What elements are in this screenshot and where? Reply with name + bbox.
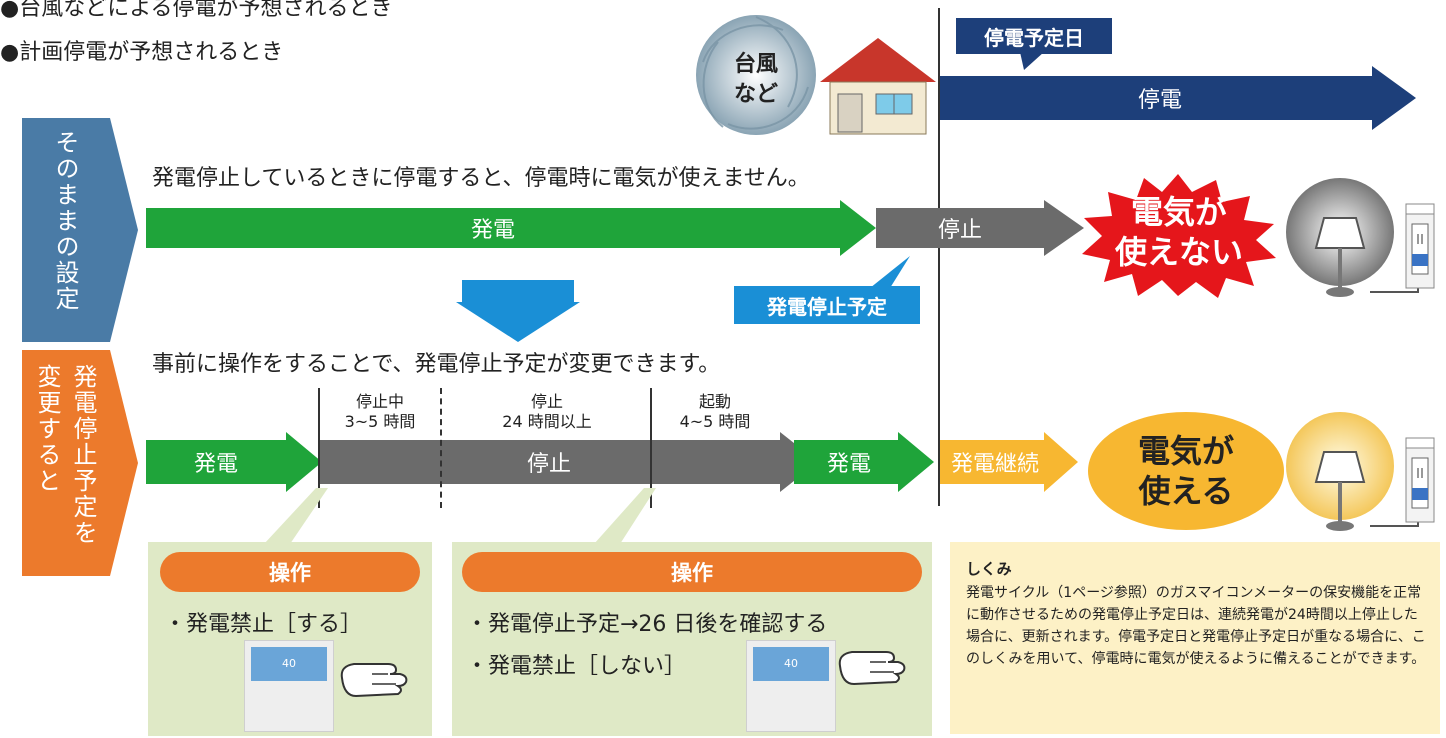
- can-use-text: 電気が 使える: [1137, 432, 1234, 510]
- outlet-icon: [1370, 203, 1435, 293]
- remote-screen-2: 40: [753, 647, 829, 681]
- lamp-on-icon: [1286, 412, 1394, 531]
- can-use-circle: 電気が 使える: [1088, 412, 1284, 530]
- left-tab-changed: [22, 350, 138, 576]
- row1-stop-arrow: [876, 200, 1084, 256]
- typhoon-icon: [696, 15, 816, 135]
- pointing-hand-icon: [340, 663, 408, 698]
- outage-arrow: [940, 66, 1416, 130]
- row1-gen-arrow: [146, 200, 876, 256]
- outage-day-line: [938, 8, 940, 506]
- row2-gen-label-1: 発電: [193, 452, 238, 477]
- stop-boundary-line: [440, 388, 442, 508]
- left-tab-changed-label-1: 発電停止予定を: [69, 364, 97, 546]
- down-arrow: [456, 280, 580, 342]
- left-tab-changed-label-2: 変更すると: [33, 364, 61, 494]
- row2-gen-arrow-2: [794, 432, 934, 492]
- remote-screen-1: 40: [251, 647, 327, 681]
- row2-gen-label-2: 発電: [826, 452, 871, 477]
- mechanism-box: しくみ 発電サイクル（1ページ参照）のガスマイコンメーターの保安機能を正常に動作…: [950, 542, 1440, 734]
- step-stop-title: 停止: [530, 392, 563, 411]
- remote-controller-2: 40: [746, 640, 836, 732]
- op1-item-0: ・発電禁止［する］: [164, 612, 363, 637]
- remote-controller-1: 40: [244, 640, 334, 732]
- remote-value-2: 40: [784, 657, 798, 670]
- row2-stop-label: 停止: [526, 452, 571, 477]
- row2-gen-arrow-1: [146, 432, 322, 492]
- step-stopping-title: 停止中: [355, 392, 404, 411]
- row2-continue-arrow: [940, 432, 1078, 492]
- remote-value-1: 40: [282, 657, 296, 670]
- cannot-use-text: 電気が 使えない: [1114, 193, 1243, 271]
- step-stopping-sub: 3~5 時間: [344, 412, 416, 431]
- op2-pointer: [594, 488, 656, 544]
- step-stop-sub: 24 時間以上: [502, 412, 592, 431]
- bullet-typhoon: ●台風などによる停電が予想されるとき: [0, 0, 393, 21]
- mechanism-title: しくみ: [966, 560, 1012, 578]
- outage-tag-pointer: [1020, 52, 1044, 70]
- step-start-title: 起動: [698, 392, 731, 411]
- op2-marker-line: [650, 388, 652, 508]
- op2-item-1: ・発電禁止［しない］: [466, 654, 687, 679]
- cannot-use-burst: [1082, 174, 1276, 298]
- row2-continue-label: 発電継続: [950, 452, 1039, 477]
- row1-caption: 発電停止しているときに停電すると、停電時に電気が使えません。: [152, 166, 810, 191]
- gen-stop-tag-pointer: [870, 256, 910, 288]
- lamp-off-icon: [1286, 178, 1394, 297]
- mechanism-body: 発電サイクル（1ページ参照）のガスマイコンメーターの保安機能を正常に動作させるた…: [966, 585, 1426, 667]
- row1-stop-label: 停止: [937, 218, 982, 243]
- left-tab-current-label: そのままの設定: [51, 130, 79, 312]
- gen-stop-tag: 発電停止予定: [734, 286, 920, 324]
- typhoon-label: 台風 など: [733, 52, 778, 107]
- outage-day-tag: 停電予定日: [956, 18, 1112, 54]
- op1-pointer: [264, 488, 328, 544]
- row2-stop-arrow: [318, 432, 818, 492]
- outlet-on-icon: [1370, 437, 1435, 527]
- pointing-hand-icon-2: [838, 651, 906, 686]
- bullet-planned-outage: ●計画停電が予想されるとき: [0, 40, 284, 65]
- outage-arrow-label: 停電: [1137, 88, 1182, 113]
- left-tab-current: [22, 118, 138, 342]
- row2-caption: 事前に操作をすることで、発電停止予定が変更できます。: [152, 352, 721, 377]
- step-start-sub: 4~5 時間: [679, 412, 751, 431]
- op2-item-0: ・発電停止予定→26 日後を確認する: [466, 612, 828, 637]
- op1-marker-line: [318, 388, 320, 508]
- house-icon: [820, 38, 936, 135]
- op1-pill: 操作: [160, 552, 420, 592]
- row1-gen-label: 発電: [470, 218, 515, 243]
- op2-pill: 操作: [462, 552, 922, 592]
